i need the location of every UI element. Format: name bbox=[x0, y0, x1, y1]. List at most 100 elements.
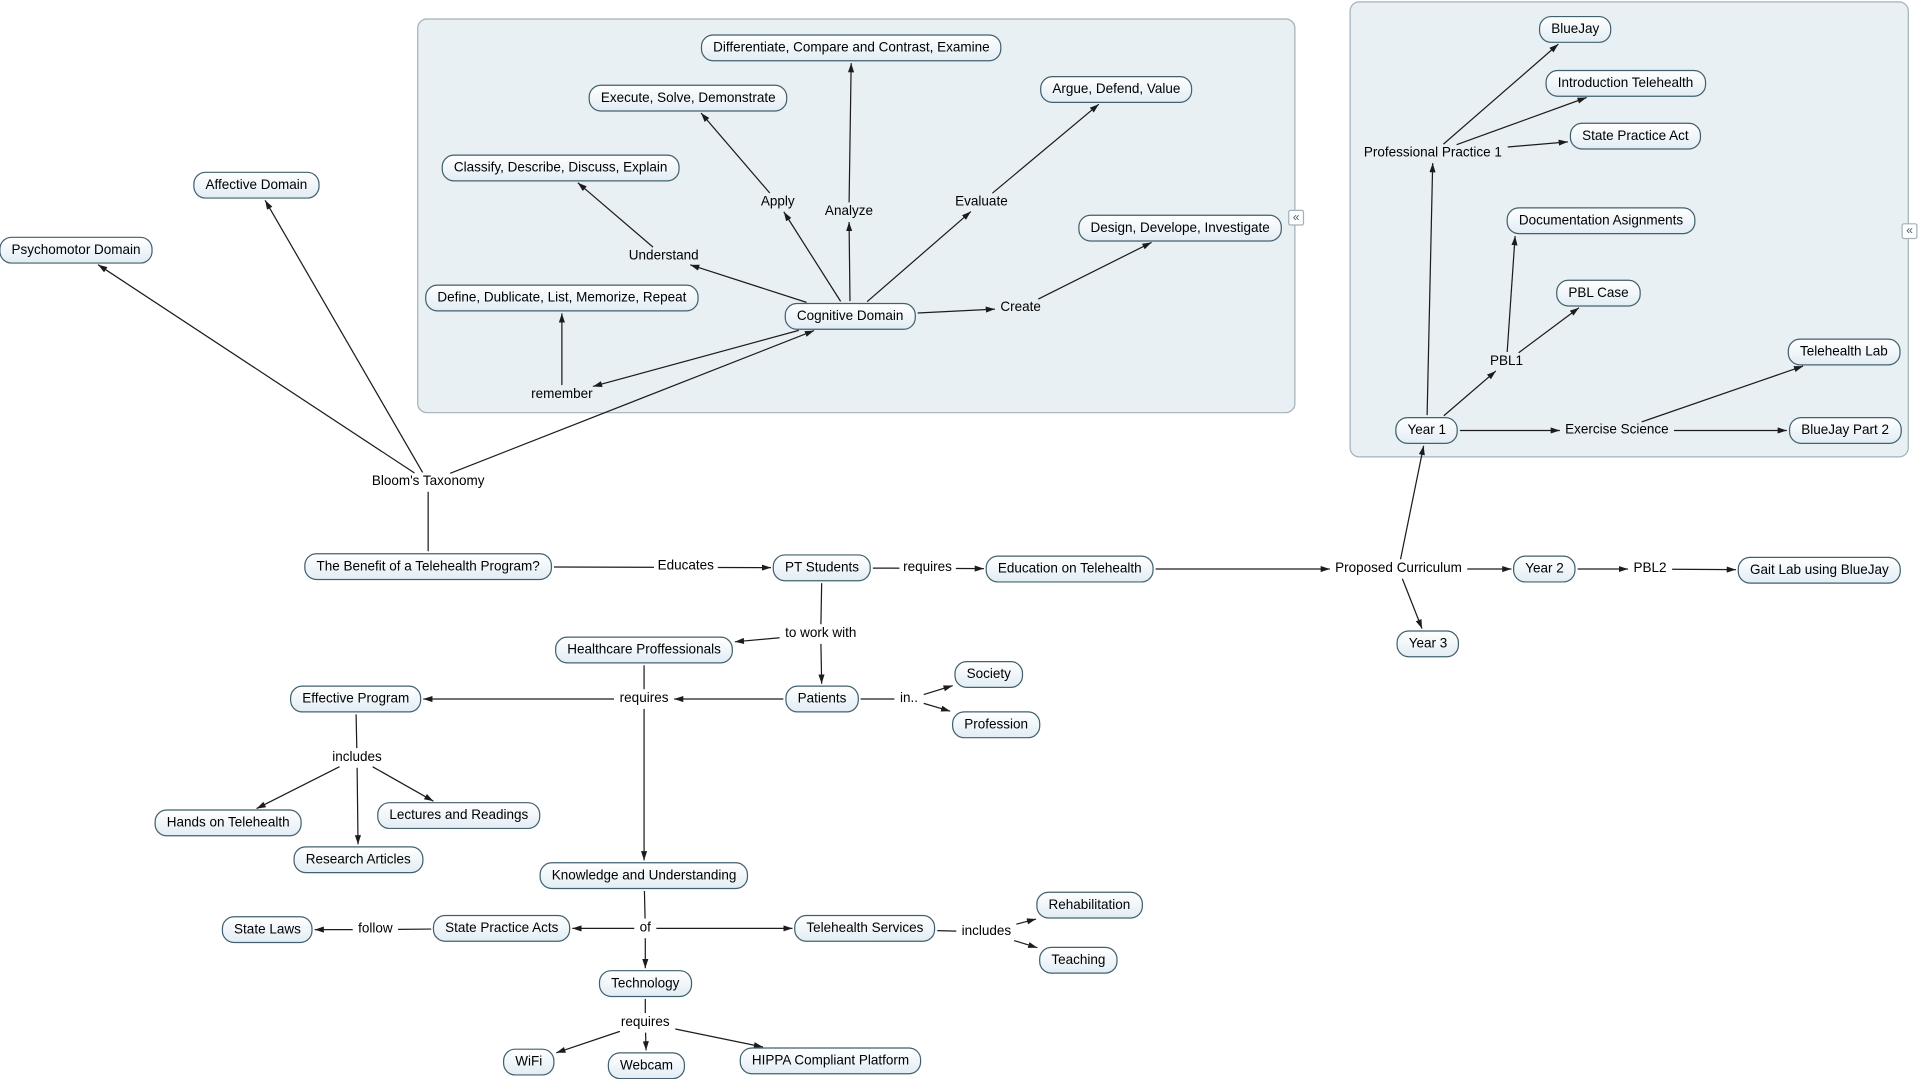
node-gait-lab[interactable]: Gait Lab using BlueJay bbox=[1738, 557, 1901, 584]
edge-professional-practice-1--state-practice-act bbox=[1508, 142, 1568, 147]
node-hands-on-telehealth[interactable]: Hands on Telehealth bbox=[155, 809, 302, 836]
node-profession[interactable]: Profession bbox=[952, 711, 1040, 738]
node-rehabilitation[interactable]: Rehabilitation bbox=[1036, 892, 1142, 919]
edge-year-1--professional-practice-1 bbox=[1427, 163, 1433, 415]
edge-includes-2--rehabilitation bbox=[1016, 919, 1036, 924]
link-label-blooms-taxonomy[interactable]: Bloom's Taxonomy bbox=[368, 474, 488, 490]
edge-includes-1--research-articles bbox=[357, 768, 358, 845]
link-label-exercise-science[interactable]: Exercise Science bbox=[1561, 422, 1672, 438]
node-affective-domain[interactable]: Affective Domain bbox=[193, 172, 319, 199]
node-pbl-case[interactable]: PBL Case bbox=[1556, 280, 1641, 307]
edge-blooms-taxonomy--cognitive-domain bbox=[450, 331, 814, 474]
node-bluejay-part-2[interactable]: BlueJay Part 2 bbox=[1789, 417, 1901, 444]
link-label-includes-2[interactable]: includes bbox=[958, 924, 1015, 940]
link-label-remember[interactable]: remember bbox=[527, 387, 596, 403]
edge-cognitive-domain--apply bbox=[784, 212, 841, 301]
edge-includes-2--teaching bbox=[1014, 941, 1037, 948]
link-label-analyze[interactable]: Analyze bbox=[821, 204, 876, 220]
node-benefit-program[interactable]: The Benefit of a Telehealth Program? bbox=[304, 553, 552, 580]
link-label-proposed-curriculum[interactable]: Proposed Curriculum bbox=[1331, 561, 1465, 577]
edge-includes-1--hands-on-telehealth bbox=[257, 767, 340, 809]
node-psychomotor-domain[interactable]: Psychomotor Domain bbox=[0, 237, 153, 264]
node-state-practice-acts[interactable]: State Practice Acts bbox=[433, 915, 571, 942]
node-healthcare-professionals[interactable]: Healthcare Proffessionals bbox=[555, 637, 733, 664]
edge-year-1--pbl1 bbox=[1444, 371, 1496, 416]
edge-proposed-curriculum--year-3 bbox=[1402, 579, 1422, 629]
curriculum-panel-collapse-icon[interactable]: « bbox=[1902, 223, 1918, 239]
link-label-create[interactable]: Create bbox=[997, 300, 1045, 316]
node-state-laws[interactable]: State Laws bbox=[222, 916, 313, 943]
node-design[interactable]: Design, Develope, Investigate bbox=[1078, 215, 1282, 242]
edge-to-work-with--patients bbox=[821, 644, 822, 684]
edge-pt-students--to-work-with bbox=[821, 583, 822, 624]
node-year-2[interactable]: Year 2 bbox=[1513, 556, 1576, 583]
node-year-1[interactable]: Year 1 bbox=[1395, 417, 1458, 444]
cognitive-panel-collapse-icon[interactable]: « bbox=[1288, 210, 1304, 226]
edge-proposed-curriculum--year-1 bbox=[1401, 446, 1424, 560]
node-knowledge-understanding[interactable]: Knowledge and Understanding bbox=[540, 862, 749, 889]
edge-in--profession bbox=[924, 703, 951, 711]
link-label-to-work-with[interactable]: to work with bbox=[781, 626, 860, 642]
link-label-requires-2[interactable]: requires bbox=[616, 691, 672, 707]
node-classify[interactable]: Classify, Describe, Discuss, Explain bbox=[442, 155, 680, 182]
node-state-practice-act[interactable]: State Practice Act bbox=[1570, 123, 1701, 150]
edge-pbl1--pbl-case bbox=[1519, 308, 1579, 353]
edge-create--design bbox=[1038, 242, 1151, 299]
link-label-includes-1[interactable]: includes bbox=[329, 750, 386, 766]
link-label-follow[interactable]: follow bbox=[354, 922, 396, 938]
node-year-3[interactable]: Year 3 bbox=[1396, 630, 1459, 657]
node-introduction-telehealth[interactable]: Introduction Telehealth bbox=[1545, 70, 1705, 97]
link-label-in[interactable]: in.. bbox=[896, 691, 921, 707]
node-documentation-assignments[interactable]: Documentation Asignments bbox=[1507, 207, 1696, 234]
edge-includes-1--lectures-and-readings bbox=[373, 767, 434, 801]
node-society[interactable]: Society bbox=[954, 661, 1023, 688]
link-label-educates[interactable]: Educates bbox=[654, 559, 718, 575]
node-pt-students[interactable]: PT Students bbox=[773, 554, 872, 581]
node-technology[interactable]: Technology bbox=[599, 970, 692, 997]
edge-professional-practice-1--introduction-telehealth bbox=[1457, 98, 1587, 145]
edge-requires-3--hippa-platform bbox=[675, 1029, 763, 1047]
node-define[interactable]: Define, Dublicate, List, Memorize, Repea… bbox=[425, 285, 699, 312]
link-label-requires-1[interactable]: requires bbox=[899, 560, 955, 576]
link-label-pbl2[interactable]: PBL2 bbox=[1630, 561, 1670, 577]
node-cognitive-domain[interactable]: Cognitive Domain bbox=[785, 303, 916, 330]
node-effective-program[interactable]: Effective Program bbox=[290, 686, 422, 713]
node-bluejay[interactable]: BlueJay bbox=[1539, 16, 1612, 43]
link-label-understand[interactable]: Understand bbox=[625, 248, 702, 264]
node-lectures-and-readings[interactable]: Lectures and Readings bbox=[377, 802, 540, 829]
node-telehealth-services[interactable]: Telehealth Services bbox=[794, 915, 936, 942]
node-webcam[interactable]: Webcam bbox=[608, 1052, 686, 1079]
edge-to-work-with--healthcare-professionals bbox=[735, 638, 780, 642]
edge-effective-program--includes-1 bbox=[356, 714, 357, 748]
node-hippa-platform[interactable]: HIPPA Compliant Platform bbox=[740, 1047, 922, 1074]
edge-requires-3--wifi bbox=[556, 1031, 620, 1052]
node-patients[interactable]: Patients bbox=[785, 686, 858, 713]
node-execute[interactable]: Execute, Solve, Demonstrate bbox=[589, 85, 788, 112]
edge-apply--execute bbox=[701, 113, 770, 193]
link-label-requires-3[interactable]: requires bbox=[617, 1015, 673, 1031]
edge-analyze--differentiate bbox=[849, 63, 851, 202]
node-telehealth-lab[interactable]: Telehealth Lab bbox=[1788, 338, 1900, 365]
node-differentiate[interactable]: Differentiate, Compare and Contrast, Exa… bbox=[701, 34, 1002, 61]
edge-requires-3--webcam bbox=[646, 1033, 647, 1051]
edge-cognitive-domain--remember bbox=[593, 330, 799, 386]
node-teaching[interactable]: Teaching bbox=[1039, 947, 1118, 974]
edge-blooms-taxonomy--psychomotor-domain bbox=[98, 265, 414, 473]
node-research-articles[interactable]: Research Articles bbox=[293, 846, 423, 873]
edge-understand--classify bbox=[578, 183, 653, 247]
node-education-on-telehealth[interactable]: Education on Telehealth bbox=[986, 556, 1154, 583]
edge-cognitive-domain--analyze bbox=[849, 222, 850, 301]
link-label-of[interactable]: of bbox=[636, 920, 655, 936]
node-wifi[interactable]: WiFi bbox=[503, 1049, 555, 1076]
link-label-professional-practice-1[interactable]: Professional Practice 1 bbox=[1360, 145, 1505, 161]
link-label-pbl1[interactable]: PBL1 bbox=[1486, 354, 1526, 370]
link-label-evaluate[interactable]: Evaluate bbox=[951, 194, 1011, 210]
node-argue[interactable]: Argue, Defend, Value bbox=[1040, 76, 1193, 103]
edge-blooms-taxonomy--affective-domain bbox=[265, 200, 422, 472]
link-label-apply[interactable]: Apply bbox=[757, 194, 798, 210]
edge-exercise-science--telehealth-lab bbox=[1642, 366, 1803, 422]
edge-knowledge-understanding--of bbox=[644, 891, 645, 919]
edge-telehealth-services--includes-2 bbox=[937, 931, 956, 932]
